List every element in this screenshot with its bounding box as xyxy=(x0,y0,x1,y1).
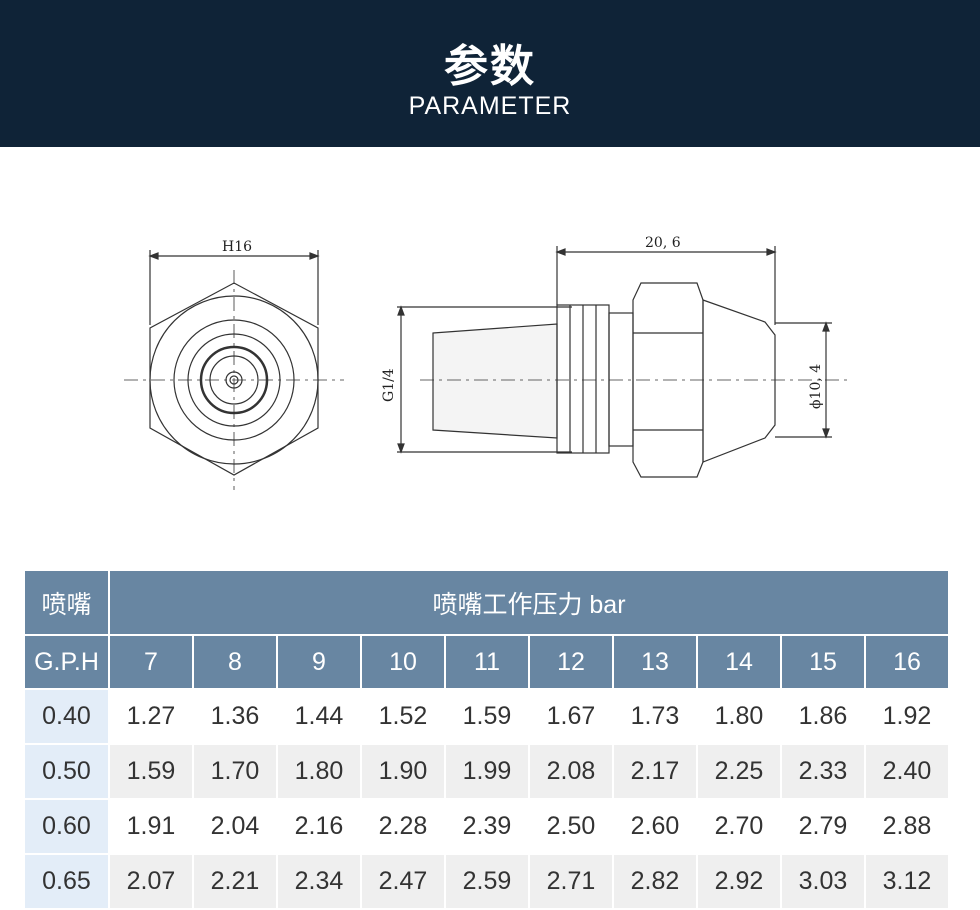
flow-value-cell: 1.99 xyxy=(446,745,528,798)
flow-value-cell: 1.52 xyxy=(362,690,444,743)
flow-value-cell: 3.12 xyxy=(866,855,948,908)
nozzle-technical-drawing: H16 20, 6 G1/4 ϕ10, 4 xyxy=(124,235,850,490)
flow-value-cell: 1.70 xyxy=(194,745,276,798)
header-banner: 参数 PARAMETER xyxy=(0,0,980,147)
pressure-column-header: 10 xyxy=(362,636,444,688)
flow-value-cell: 2.07 xyxy=(110,855,192,908)
hex-outline xyxy=(149,282,319,476)
flow-value-cell: 1.92 xyxy=(866,690,948,743)
flow-value-cell: 2.28 xyxy=(362,800,444,853)
flow-value-cell: 1.73 xyxy=(614,690,696,743)
flow-value-cell: 2.25 xyxy=(698,745,780,798)
front-view xyxy=(124,250,344,490)
flow-value-cell: 1.36 xyxy=(194,690,276,743)
pressure-column-header: 13 xyxy=(614,636,696,688)
flow-value-cell: 2.21 xyxy=(194,855,276,908)
pressure-column-header: 11 xyxy=(446,636,528,688)
thread-label: G1/4 xyxy=(381,368,397,402)
flow-value-cell: 1.90 xyxy=(362,745,444,798)
flow-value-cell: 1.80 xyxy=(278,745,360,798)
flow-value-cell: 2.59 xyxy=(446,855,528,908)
pressure-column-header: 9 xyxy=(278,636,360,688)
gph-cell: 0.60 xyxy=(25,800,108,853)
gph-header: G.P.H xyxy=(25,636,108,688)
flow-value-cell: 2.04 xyxy=(194,800,276,853)
pressure-header: 喷嘴工作压力 bar xyxy=(110,571,948,634)
flow-value-cell: 1.27 xyxy=(110,690,192,743)
flow-value-cell: 1.91 xyxy=(110,800,192,853)
length-label: 20, 6 xyxy=(645,235,681,251)
diameter-label: ϕ10, 4 xyxy=(808,364,824,409)
flow-value-cell: 1.80 xyxy=(698,690,780,743)
flow-value-cell: 2.33 xyxy=(782,745,864,798)
flow-value-cell: 2.40 xyxy=(866,745,948,798)
flow-value-cell: 2.17 xyxy=(614,745,696,798)
flow-value-cell: 2.88 xyxy=(866,800,948,853)
flow-value-cell: 2.34 xyxy=(278,855,360,908)
pressure-column-header: 16 xyxy=(866,636,948,688)
filter-element xyxy=(432,323,558,439)
pressure-column-header: 15 xyxy=(782,636,864,688)
flow-value-cell: 2.47 xyxy=(362,855,444,908)
flow-value-cell: 2.50 xyxy=(530,800,612,853)
hex-width-label: H16 xyxy=(222,239,252,255)
corner-header: 喷嘴 xyxy=(25,571,108,634)
flow-value-cell: 1.59 xyxy=(110,745,192,798)
flow-value-cell: 1.59 xyxy=(446,690,528,743)
flow-value-cell: 2.70 xyxy=(698,800,780,853)
flow-value-cell: 2.71 xyxy=(530,855,612,908)
page-subtitle: PARAMETER xyxy=(408,92,572,120)
flow-value-cell: 2.16 xyxy=(278,800,360,853)
flow-value-cell: 1.44 xyxy=(278,690,360,743)
gph-cell: 0.40 xyxy=(25,690,108,743)
flow-value-cell: 2.79 xyxy=(782,800,864,853)
flow-value-cell: 3.03 xyxy=(782,855,864,908)
flow-value-cell: 2.60 xyxy=(614,800,696,853)
flow-value-cell: 2.08 xyxy=(530,745,612,798)
page-title: 参数 xyxy=(444,41,536,92)
pressure-column-header: 8 xyxy=(194,636,276,688)
flow-value-cell: 2.92 xyxy=(698,855,780,908)
flow-value-cell: 1.67 xyxy=(530,690,612,743)
side-view xyxy=(397,246,850,478)
flow-value-cell: 2.82 xyxy=(614,855,696,908)
pressure-column-header: 12 xyxy=(530,636,612,688)
flow-value-cell: 1.86 xyxy=(782,690,864,743)
gph-cell: 0.65 xyxy=(25,855,108,908)
gph-cell: 0.50 xyxy=(25,745,108,798)
pressure-column-header: 14 xyxy=(698,636,780,688)
flow-value-cell: 2.39 xyxy=(446,800,528,853)
pressure-column-header: 7 xyxy=(110,636,192,688)
